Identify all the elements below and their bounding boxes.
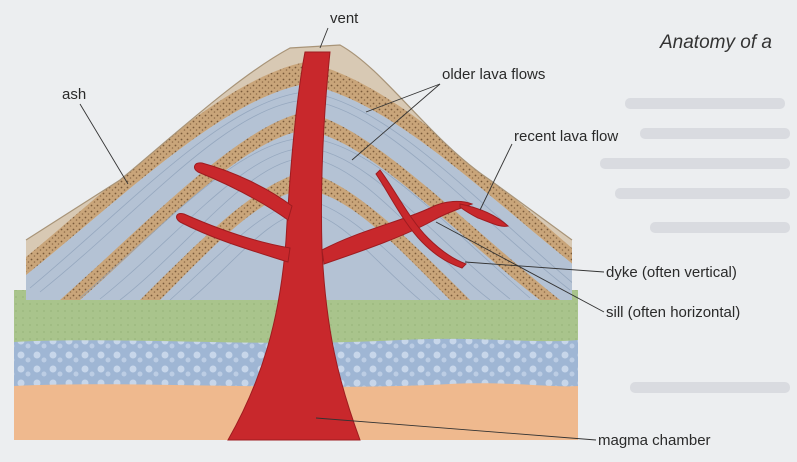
dyke-label: dyke (often vertical) <box>606 264 737 281</box>
magma-chamber-label: magma chamber <box>598 432 711 449</box>
sill-label: sill (often horizontal) <box>606 304 740 321</box>
older-lava-flows-label: older lava flows <box>442 66 545 83</box>
ash-label: ash <box>62 86 86 103</box>
vent-label: vent <box>330 10 358 27</box>
page-title: Anatomy of a <box>660 32 772 54</box>
vent-leader <box>320 28 328 48</box>
recent-lava-flow-label: recent lava flow <box>514 128 618 145</box>
ash-leader <box>80 104 128 184</box>
